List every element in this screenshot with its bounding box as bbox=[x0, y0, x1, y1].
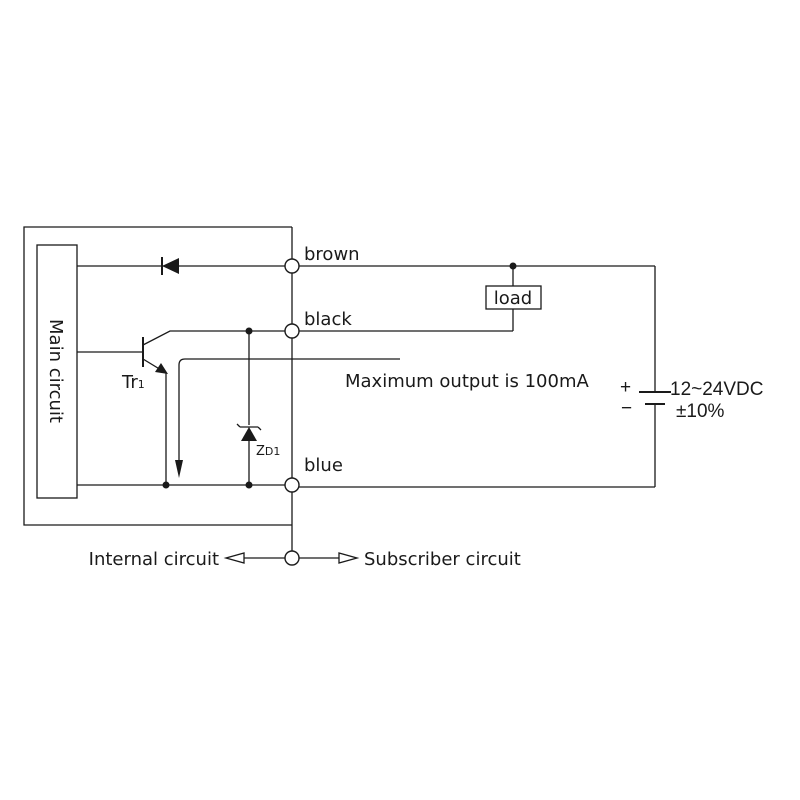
current-flow-arrow-icon bbox=[175, 460, 183, 478]
load-box bbox=[485, 285, 542, 310]
transistor-label: Tr1 bbox=[121, 372, 145, 393]
supply-minus-sign: − bbox=[621, 398, 632, 419]
diode-icon bbox=[162, 258, 179, 274]
max-output-label: Maximum output is 100mA bbox=[345, 371, 589, 392]
zener-diode-icon bbox=[241, 427, 257, 441]
junction-dot-emitter bbox=[162, 481, 170, 489]
internal-circuit-label: Internal circuit bbox=[89, 549, 219, 570]
blue-label: blue bbox=[304, 455, 343, 476]
black-label: black bbox=[304, 309, 352, 330]
supply-plus-sign: + bbox=[620, 377, 631, 398]
junction-dot-zener bbox=[245, 481, 253, 489]
transistor-emitter bbox=[142, 358, 167, 485]
zener-label-index: D1 bbox=[265, 445, 280, 458]
brown-label: brown bbox=[304, 244, 360, 265]
main-circuit-label: Main circuit bbox=[45, 319, 66, 423]
junction-dot-black bbox=[245, 327, 253, 335]
internal-circuit-boundary bbox=[23, 226, 292, 526]
transistor-label-index: 1 bbox=[138, 378, 145, 391]
transistor-collector bbox=[142, 330, 286, 346]
terminal-blue bbox=[284, 477, 300, 493]
main-circuit-block bbox=[36, 244, 78, 499]
internal-arrow-icon bbox=[223, 552, 245, 564]
zener-label: ZD1 bbox=[256, 444, 280, 459]
terminal-brown bbox=[284, 258, 300, 274]
subscriber-arrow-icon bbox=[338, 552, 360, 564]
zener-bar bbox=[236, 423, 262, 431]
transistor-emitter-arrow-icon bbox=[155, 363, 168, 374]
terminal-black bbox=[284, 323, 300, 339]
load-label: load bbox=[494, 288, 532, 309]
junction-dot-load bbox=[509, 262, 517, 270]
terminal-boundary bbox=[284, 550, 300, 566]
subscriber-circuit-label: Subscriber circuit bbox=[364, 549, 521, 570]
supply-tolerance-label: ±10% bbox=[676, 401, 725, 422]
current-flow-path bbox=[178, 358, 400, 462]
supply-voltage-label: 12~24VDC bbox=[670, 379, 763, 400]
